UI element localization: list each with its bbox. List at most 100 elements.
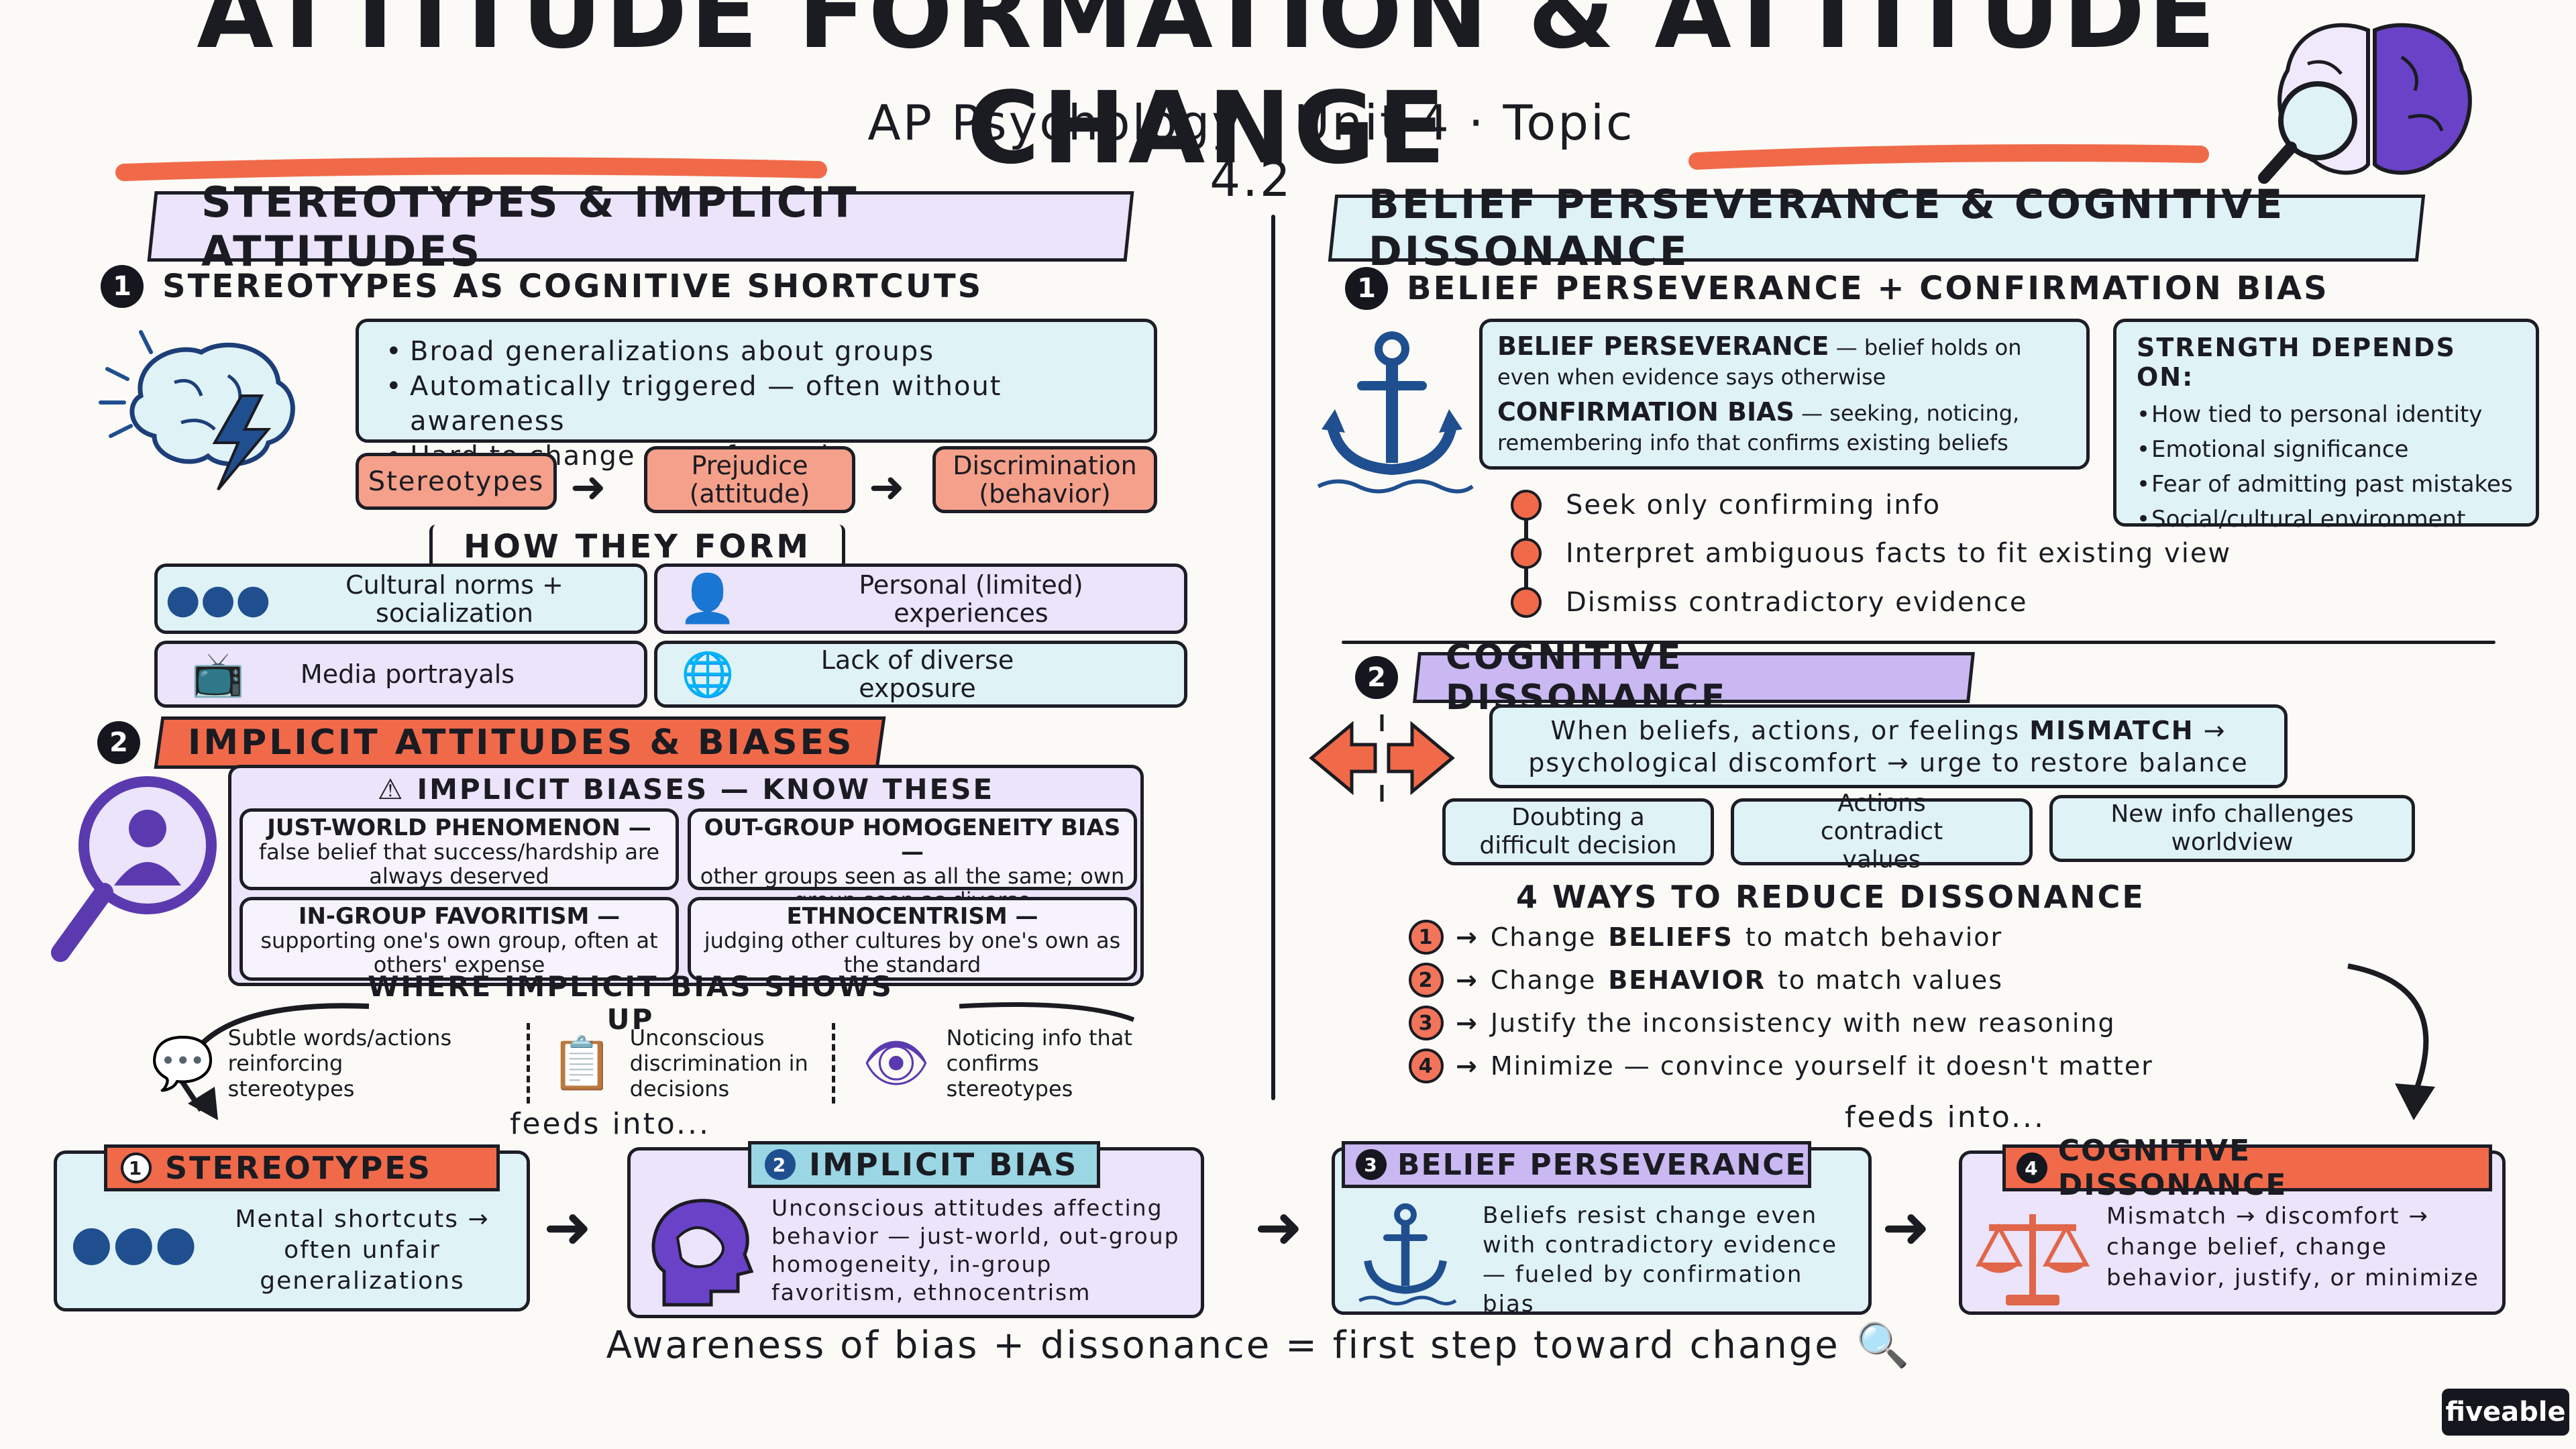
- curved-arrow-left: [178, 1002, 1135, 1120]
- arrow-right-icon: →: [1456, 1051, 1479, 1081]
- arrow-right-icon: →: [1456, 1008, 1479, 1038]
- left-s1-number: 1: [101, 265, 144, 308]
- arrow-right-icon: ➜: [543, 1194, 592, 1261]
- step-interpret: Interpret ambiguous facts to fit existin…: [1511, 538, 2231, 569]
- dashed-divider: [527, 1023, 530, 1104]
- bullet-item: Broad generalizations about groups: [379, 334, 1134, 369]
- arrow-right-icon: ➜: [1254, 1194, 1303, 1261]
- page-title: ATTITUDE FORMATION & ATTITUDE CHANGE: [197, 0, 2218, 186]
- brain-head-icon: [651, 1199, 754, 1307]
- ways-heading: 4 WAYS TO REDUCE DISSONANCE: [1516, 879, 2145, 915]
- scales-icon: [1975, 1214, 2090, 1305]
- left-s2-number: 2: [97, 721, 140, 764]
- strength-item: How tied to personal identity: [2130, 397, 2522, 432]
- bias-out-group-homogeneity: OUT-GROUP HOMOGENEITY BIAS — other group…: [688, 808, 1137, 912]
- step-dismiss: Dismiss contradictory evidence: [1511, 587, 2028, 618]
- arrow-right-icon: →: [1456, 922, 1479, 952]
- globe-icon: 🌐: [681, 649, 735, 700]
- way-item: 4 → Minimize — convince yourself it does…: [1409, 1044, 2153, 1087]
- summary-card-cognitive-dissonance: 4 COGNITIVE DISSONANCE Mismatch → discom…: [1959, 1134, 2506, 1315]
- where-noticing-info: 👁 Noticing info that confirms stereotype…: [862, 1025, 1132, 1102]
- strength-depends-box: STRENGTH DEPENDS ON: How tied to persona…: [2113, 319, 2539, 537]
- step-dot: [1511, 587, 1542, 618]
- way-item: 1 → Change BELIEFS to match behavior: [1409, 916, 2153, 959]
- anchor-icon: [1317, 331, 1474, 494]
- left-banner: STEREOTYPES & IMPLICIT ATTITUDES: [147, 178, 1134, 276]
- belief-confirmation-box: BELIEF PERSEVERANCE — belief holds on ev…: [1479, 319, 2090, 470]
- step-dot: [1511, 490, 1542, 521]
- form-personal-experiences: 👤 Personal (limited) experiences: [654, 564, 1187, 634]
- magnifier-icon: 🔍: [1856, 1320, 1910, 1371]
- column-divider: [1271, 215, 1275, 1100]
- way-item: 2 → Change BEHAVIOR to match values: [1409, 959, 2153, 1002]
- warning-icon: ⚠: [377, 772, 405, 806]
- right-s1-heading: 1 BELIEF PERSEVERANCE + CONFIRMATION BIA…: [1345, 267, 2329, 310]
- arrow-right-icon: ➜: [570, 463, 606, 513]
- feeds-into-label-right: feeds into...: [1845, 1100, 2045, 1134]
- belief-perseverance-def: BELIEF PERSEVERANCE — belief holds on ev…: [1497, 331, 2022, 390]
- summary-card-belief-perseverance: 3 BELIEF PERSEVERANCE Beliefs resist cha…: [1332, 1141, 1872, 1318]
- left-s1-heading: 1 STEREOTYPES AS COGNITIVE SHORTCUTS: [101, 265, 983, 308]
- dissonance-definition-box: When beliefs, actions, or feelings MISMA…: [1489, 704, 2288, 788]
- bias-in-group-favoritism: IN-GROUP FAVORITISM — supporting one's o…: [239, 897, 679, 981]
- summary-card-implicit-bias: 2 IMPLICIT BIAS Unconscious attitudes af…: [627, 1141, 1204, 1318]
- summary-card-banner: 4 COGNITIVE DISSONANCE: [2002, 1134, 2492, 1202]
- form-diverse-exposure: 🌐 Lack of diverse exposure: [654, 641, 1187, 708]
- how-they-form-heading: HOW THEY FORM: [429, 525, 845, 569]
- dashed-divider: [832, 1023, 835, 1104]
- strength-item: Emotional significance: [2130, 432, 2522, 467]
- people-group-icon: ●●●: [165, 575, 271, 623]
- ways-list: 1 → Change BELIEFS to match behavior 2 →…: [1409, 916, 2153, 1087]
- strength-item: Fear of admitting past mistakes: [2130, 467, 2522, 502]
- summary-card-banner: 2 IMPLICIT BIAS: [748, 1141, 1100, 1188]
- arrow-right-icon: ➜: [869, 463, 905, 513]
- section-divider: [1342, 641, 2496, 644]
- double-arrow-icon: [1309, 714, 1455, 802]
- flow-discrimination: Discrimination (behavior): [932, 446, 1157, 513]
- title-underline-left: [115, 157, 827, 181]
- flow-prejudice: Prejudice (attitude): [644, 446, 855, 513]
- curved-arrow-right: [2347, 963, 2435, 1120]
- summary-card-stereotypes: 1 STEREOTYPES ●●● Mental shortcuts → oft…: [54, 1144, 530, 1311]
- tv-icon: 📺: [191, 649, 245, 700]
- bias-ethnocentrism: ETHNOCENTRISM — judging other cultures b…: [688, 897, 1137, 981]
- arrow-right-icon: ➜: [1882, 1194, 1931, 1261]
- eye-icon: 👁: [862, 1032, 930, 1094]
- magnifier-person-icon: [51, 776, 217, 962]
- step-seek: Seek only confirming info: [1511, 490, 1941, 521]
- bullet-item: Automatically triggered — often without …: [379, 369, 1134, 439]
- way-item: 3 → Justify the inconsistency with new r…: [1409, 1002, 2153, 1044]
- form-cultural-norms: ●●● Cultural norms + socialization: [154, 564, 647, 634]
- implicit-biases-heading: ⚠ IMPLICIT BIASES — KNOW THESE: [377, 772, 995, 806]
- example-doubting-decision: Doubting a difficult decision: [1442, 798, 1714, 865]
- flow-stereotypes: Stereotypes: [356, 453, 557, 510]
- anchor-icon: [1358, 1203, 1457, 1305]
- page-subtitle: AP Psychology · Unit 4 · Topic 4.2: [867, 95, 1635, 207]
- summary-card-banner: 1 STEREOTYPES: [104, 1144, 500, 1191]
- step-dot: [1511, 538, 1542, 569]
- summary-card-banner: 3 BELIEF PERSEVERANCE: [1342, 1141, 1811, 1188]
- speech-lightning-icon: 💬: [151, 1033, 215, 1093]
- brain-magnifier-icon: [2258, 23, 2472, 184]
- arrow-right-icon: →: [1456, 965, 1479, 995]
- stereotype-bullets-box: Broad generalizations about groups Autom…: [356, 319, 1157, 474]
- implicit-biases-box: ⚠ IMPLICIT BIASES — KNOW THESE JUST-WORL…: [228, 765, 1144, 986]
- form-media-portrayals: 📺 Media portrayals: [154, 641, 647, 708]
- where-subtle-words: 💬 Subtle words/actions reinforcing stere…: [151, 1025, 452, 1102]
- where-unconscious-discrimination: 📋 Unconscious discrimination in decision…: [550, 1025, 808, 1102]
- implicit-attitudes-banner: IMPLICIT ATTITUDES & BIASES: [154, 716, 886, 769]
- cognitive-dissonance-banner: COGNITIVE DISSONANCE: [1413, 637, 1975, 718]
- confirmation-bias-def: CONFIRMATION BIAS — seeking, noticing, r…: [1497, 397, 2020, 455]
- strength-item: Social/cultural environment: [2130, 502, 2522, 537]
- checklist-icon: 📋: [550, 1033, 614, 1093]
- feeds-into-label-left: feeds into...: [510, 1107, 710, 1141]
- person-icon: 👤: [678, 571, 737, 626]
- right-s1-number: 1: [1345, 267, 1388, 310]
- right-banner: BELIEF PERSEVERANCE & COGNITIVE DISSONAN…: [1328, 181, 2426, 275]
- bias-just-world: JUST-WORLD PHENOMENON — false belief tha…: [239, 808, 679, 890]
- brand-logo: fiveable: [2442, 1389, 2569, 1436]
- right-s2-number: 2: [1355, 656, 1398, 699]
- title-underline-right: [1688, 144, 2209, 170]
- example-actions-contradict: Actions contradict values: [1731, 790, 2033, 873]
- people-group-icon: ●●●: [70, 1214, 197, 1271]
